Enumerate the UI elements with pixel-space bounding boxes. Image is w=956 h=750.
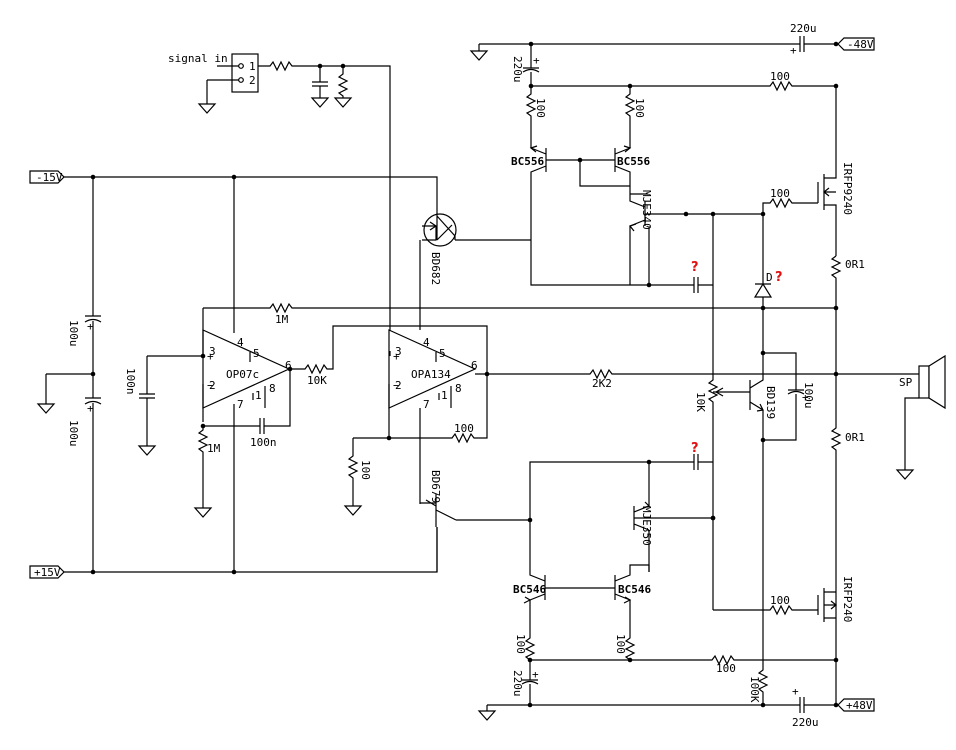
diode-d-label: D — [766, 271, 773, 284]
bc556-left-label: BC556 — [511, 155, 544, 168]
c-100u-vbe-label: 100u — [802, 382, 815, 409]
r-100-br-label: 100 — [614, 634, 627, 654]
svg-text:5: 5 — [253, 347, 260, 360]
connector-pin-2: 2 — [249, 74, 256, 87]
r-100-tl-label: 100 — [534, 98, 547, 118]
svg-text:4: 4 — [423, 336, 430, 349]
svg-text:+: + — [532, 668, 539, 681]
diode-unknown-label: ? — [775, 270, 783, 285]
opamp-opa134: + − OPA134 3 2 4 5 6 7 1 8 100 100 2K2 — [343, 240, 836, 516]
pos48-rail-flag — [837, 698, 875, 712]
speaker-icon — [918, 365, 930, 399]
speaker-output: SP — [833, 354, 946, 480]
svg-text:3: 3 — [209, 345, 216, 358]
r-100-top-label: 100 — [770, 70, 790, 83]
cap-unknown-bot-label: ? — [691, 441, 699, 456]
svg-text:2: 2 — [209, 379, 216, 392]
svg-text:6: 6 — [285, 359, 292, 372]
svg-text:5: 5 — [439, 347, 446, 360]
c-100u-bot-label: 100u — [67, 420, 80, 447]
irfp240-label: IRFP240 — [841, 576, 854, 622]
r-100-bot-label: 100 — [716, 662, 736, 675]
svg-text:+: + — [792, 685, 799, 698]
lower-output-stage: 0R1 ? MJE350 BC546 BC546 100 100 100 + 2… — [477, 374, 875, 729]
c-220u-upper-label: 220u — [511, 56, 524, 83]
bc546-right-label: BC546 — [618, 583, 651, 596]
opa134-body — [388, 329, 477, 409]
svg-text:6: 6 — [471, 359, 478, 372]
r-100-tr-label: 100 — [633, 98, 646, 118]
r-100-gnd-label: 100 — [359, 460, 372, 480]
r-2k2-label: 2K2 — [592, 377, 612, 390]
mje340-label: MJE340 — [640, 190, 653, 230]
r-10k-label: 10K — [307, 374, 327, 387]
signal-input-section: signal in 1 2 — [168, 52, 391, 351]
c-220u-top-label: 220u — [790, 22, 817, 35]
svg-text:2: 2 — [395, 379, 402, 392]
pos15-rail-flag — [29, 565, 65, 579]
connector-pin-1: 1 — [249, 60, 256, 73]
opa134-label: OPA134 — [411, 368, 451, 381]
input-connector — [231, 53, 259, 93]
opamp-op07c: + − OP07c 3 2 4 5 6 7 1 8 100n 1M 1M 100n… — [124, 302, 836, 518]
neg15-label: -15V — [36, 171, 63, 184]
neg48-rail-flag — [837, 37, 875, 51]
svg-text:+: + — [87, 320, 94, 333]
bias-network: D ? 10K + 100u BD139 100K — [694, 214, 815, 705]
pot-10k-label: 10K — [694, 392, 707, 412]
svg-text:1: 1 — [441, 389, 448, 402]
speaker-label: SP — [899, 376, 913, 389]
r-1m-gnd-label: 1M — [207, 442, 221, 455]
c-100u-top-label: 100u — [67, 320, 80, 347]
ground-symbol — [197, 103, 217, 114]
r-100-feedback-label: 100 — [454, 422, 474, 435]
c-220u-lower-label: 220u — [511, 670, 524, 697]
pos48-label: +48V — [846, 699, 873, 712]
signal-in-label: signal in — [168, 52, 228, 65]
bd679-label: BD679 — [429, 470, 442, 503]
driver-transistors: BD682 BD679 — [420, 195, 530, 572]
r-0r1-bot-label: 0R1 — [845, 431, 865, 444]
r-1m-feedback-label: 1M — [275, 313, 289, 326]
c-100n-input-label: 100n — [124, 368, 137, 395]
neg15-rail-flag — [29, 170, 65, 184]
svg-text:+: + — [802, 391, 809, 404]
op07c-body — [202, 329, 291, 409]
r-100-gate-bot-label: 100 — [770, 594, 790, 607]
svg-text:3: 3 — [395, 345, 402, 358]
bc556-right-label: BC556 — [617, 155, 650, 168]
svg-text:4: 4 — [237, 336, 244, 349]
c-100n-feedback-label: 100n — [250, 436, 277, 449]
svg-text:−: − — [207, 379, 214, 392]
r-0r1-top-label: 0R1 — [845, 258, 865, 271]
svg-text:+: + — [87, 402, 94, 415]
svg-text:7: 7 — [423, 398, 430, 411]
r-100-gate-top-label: 100 — [770, 187, 790, 200]
svg-text:8: 8 — [455, 382, 462, 395]
bd139-label: BD139 — [764, 386, 777, 419]
svg-text:1: 1 — [255, 389, 262, 402]
svg-text:+: + — [393, 350, 400, 363]
r-100-bl-label: 100 — [514, 634, 527, 654]
upper-output-stage: 220u + -48V + 220u 100 100 100 BC556 BC5… — [469, 22, 875, 374]
neg48-label: -48V — [847, 38, 874, 51]
r-100k-label: 100K — [748, 676, 761, 703]
svg-text:8: 8 — [269, 382, 276, 395]
svg-text:−: − — [393, 379, 400, 392]
svg-text:+: + — [533, 54, 540, 67]
op07c-label: OP07c — [226, 368, 259, 381]
c-220u-bot-label: 220u — [792, 716, 819, 729]
mje350-label: MJE350 — [640, 506, 653, 546]
cap-unknown-top-label: ? — [691, 260, 699, 275]
svg-text:+: + — [790, 44, 797, 57]
svg-text:7: 7 — [237, 398, 244, 411]
low-voltage-supply: -15V +15V + + 100u 100u — [29, 170, 438, 579]
irfp9240-label: IRFP9240 — [841, 162, 854, 215]
pos15-label: +15V — [34, 566, 61, 579]
svg-text:+: + — [207, 350, 214, 363]
bd682-label: BD682 — [429, 252, 442, 285]
bc546-left-label: BC546 — [513, 583, 546, 596]
